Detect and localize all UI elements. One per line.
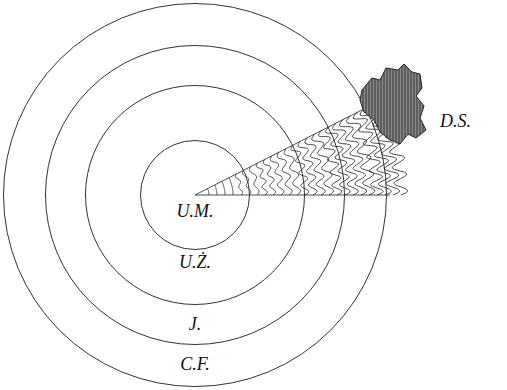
- region-label: U.M.: [177, 202, 214, 222]
- region-label: J.: [189, 315, 202, 335]
- wave-arc: [222, 181, 225, 195]
- wave-arc: [208, 189, 210, 195]
- wedge-edge: [195, 104, 373, 195]
- blob-outline: [350, 60, 485, 155]
- wedge-edge: [195, 195, 390, 196]
- wave-arc: [270, 156, 284, 195]
- wave-arc: [215, 185, 217, 195]
- region-label: C.F.: [180, 355, 210, 375]
- inner-circle: U.M.: [140, 140, 250, 250]
- wave-arc: [256, 163, 267, 195]
- circle-outline: [140, 140, 250, 250]
- region: D.S.: [350, 60, 485, 155]
- wave-arc: [236, 174, 243, 195]
- circle-outline: [45, 45, 345, 345]
- wave-arc: [277, 152, 292, 195]
- region-label: D.S.: [440, 112, 471, 132]
- ring: U.Ż. U.M.: [85, 85, 305, 305]
- wave-arc: [312, 134, 334, 195]
- ring: J. U.Ż. U.M.: [45, 45, 345, 345]
- wave-arc: [250, 167, 260, 195]
- region-label: U.Ż.: [179, 253, 211, 273]
- outer-ring: C.F. J. U.Ż. U.M.: [3, 3, 387, 387]
- wave-arc: [263, 160, 276, 195]
- wave-arc: [291, 145, 309, 195]
- wave-arc: [284, 149, 300, 195]
- wave-arc: [229, 178, 233, 195]
